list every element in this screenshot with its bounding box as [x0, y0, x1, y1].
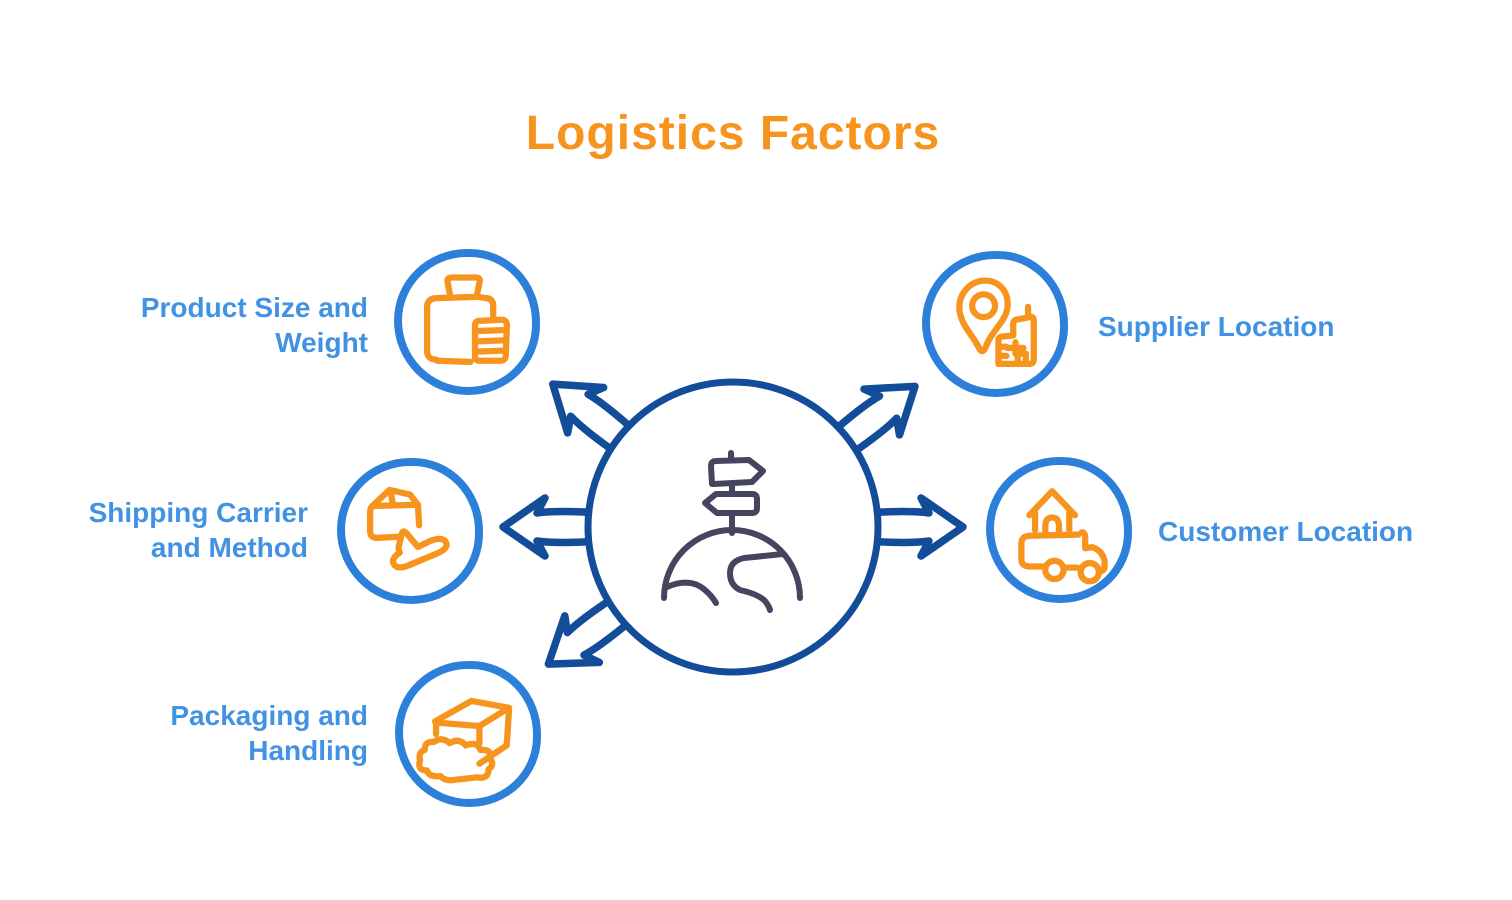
radiating-arrows — [499, 380, 967, 668]
circle-badge — [395, 661, 541, 807]
circle-badge — [986, 457, 1132, 603]
node-label-shipping-carrier-method: Shipping Carrier and Method — [88, 497, 308, 563]
arrow-right — [861, 494, 967, 560]
node-label-customer-location: Customer Location — [1158, 516, 1414, 547]
circle-badge — [922, 251, 1068, 397]
house-truck-icon — [1018, 488, 1108, 585]
node-supplier-location — [922, 251, 1068, 397]
arrow-left — [499, 494, 605, 560]
arrow-top-right — [825, 382, 919, 462]
luggage-weight-icon — [423, 274, 511, 366]
node-shipping-carrier-method — [337, 458, 483, 604]
node-label-supplier-location: Supplier Location — [1098, 311, 1335, 342]
map-pin-building-icon — [956, 277, 1037, 368]
page-title: Logistics Factors — [525, 107, 941, 160]
arrow-top-left — [549, 380, 642, 460]
arrow-bottom-left — [544, 590, 640, 668]
node-customer-location — [986, 457, 1132, 603]
node-label-packaging-handling: Packaging and Handling — [170, 700, 368, 766]
node-product-size-weight — [394, 249, 540, 395]
box-wrap-icon — [416, 697, 513, 784]
circle-badge — [337, 458, 483, 604]
node-label-product-size-weight: Product Size and Weight — [140, 292, 368, 358]
package-plane-icon — [366, 486, 450, 571]
node-packaging-handling — [395, 661, 541, 807]
circle-badge — [394, 249, 540, 395]
globe-signpost-icon — [661, 450, 803, 613]
